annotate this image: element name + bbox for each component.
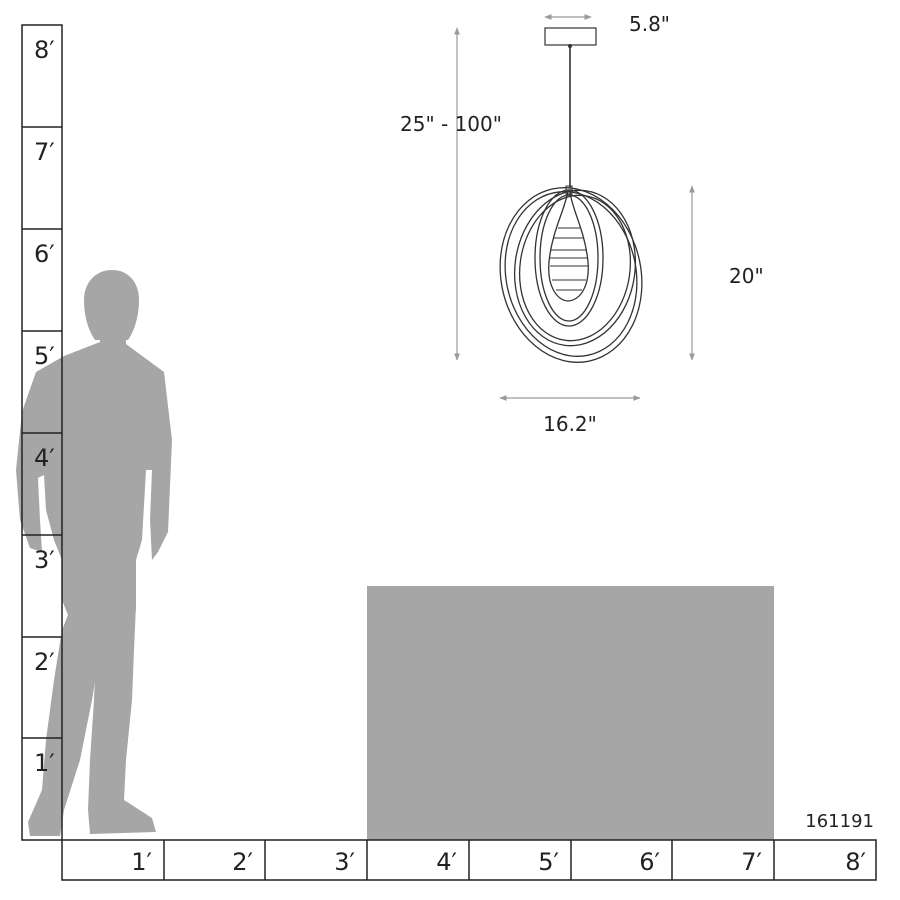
canopy	[544, 27, 597, 46]
fixture-width-label: 16.2"	[543, 412, 597, 436]
ruler-label-7ft: 7′	[34, 138, 55, 166]
ruler-label-5ft: 5′	[34, 342, 55, 370]
table-silhouette	[367, 586, 774, 840]
dimension-lines	[454, 14, 695, 401]
model-number: 161191	[805, 811, 874, 832]
ruler-label-4ft: 4′	[34, 444, 55, 472]
ruler-label-6ft: 6′	[34, 240, 55, 268]
ruler-label-6ft-h: 6′	[639, 848, 660, 876]
ruler-label-4ft-h: 4′	[436, 848, 457, 876]
ruler-label-1ft-h: 1′	[131, 848, 152, 876]
ruler-label-2ft-h: 2′	[232, 848, 253, 876]
pendant-light-drawing	[499, 27, 643, 363]
canopy-width-label: 5.8"	[629, 12, 670, 36]
person-silhouette-icon	[16, 270, 172, 836]
horizontal-ruler	[61, 839, 877, 881]
horizontal-ruler-labels: 1′ 2′ 3′ 4′ 5′ 6′ 7′ 8′	[131, 848, 866, 876]
ruler-label-3ft-h: 3′	[334, 848, 355, 876]
fixture-height-label: 20"	[729, 264, 764, 288]
ruler-label-5ft-h: 5′	[538, 848, 559, 876]
vertical-ruler-labels: 8′ 7′ 6′ 5′ 4′ 3′ 2′ 1′	[34, 36, 55, 777]
ruler-label-1ft: 1′	[34, 749, 55, 777]
shade-bands	[550, 227, 588, 291]
ruler-label-8ft: 8′	[34, 36, 55, 64]
vertical-ruler	[21, 24, 63, 841]
ruler-label-2ft: 2′	[34, 648, 55, 676]
ruler-label-7ft-h: 7′	[741, 848, 762, 876]
ruler-label-3ft: 3′	[34, 546, 55, 574]
outer-rings	[499, 187, 643, 363]
ruler-label-8ft-h: 8′	[845, 848, 866, 876]
overall-height-label: 25" - 100"	[400, 112, 502, 136]
teardrop-shade	[548, 189, 589, 302]
